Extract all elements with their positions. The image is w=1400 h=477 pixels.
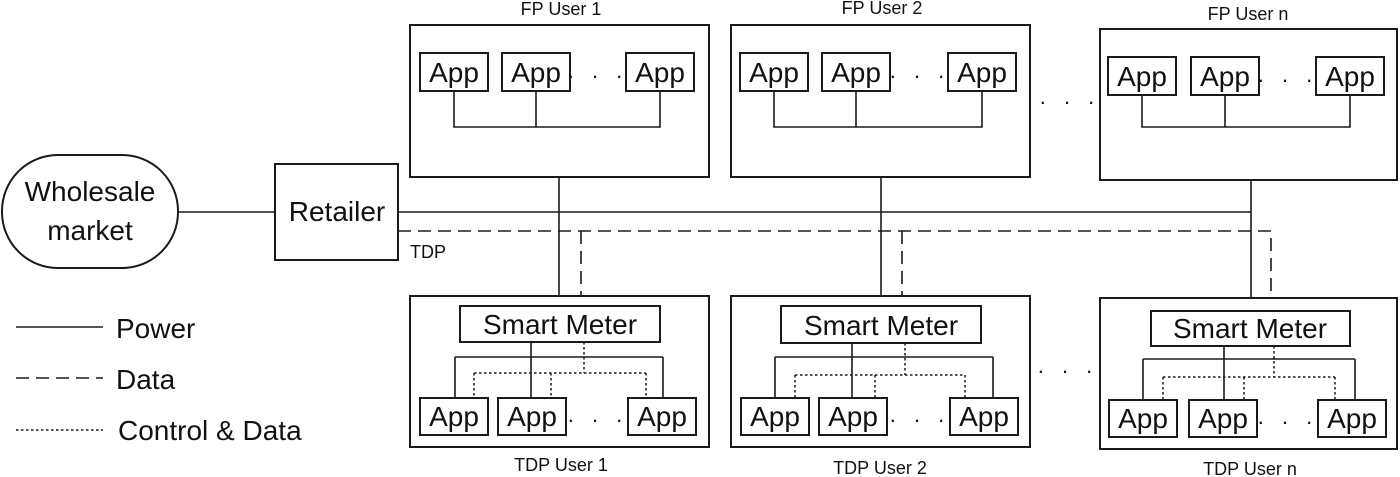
tdp-user-2-ellipsis: . . . [890, 402, 951, 427]
fp-user-n-group: FP User n App App . . . App [1099, 4, 1398, 181]
retailer-label: Retailer [289, 196, 385, 227]
fp-user-2-box [730, 24, 1031, 178]
tdp-user-2-control-tree [794, 343, 966, 398]
tdp-user-1-control-tree [473, 342, 647, 398]
wholesale-market-node [1, 154, 179, 269]
fp-user-1-app-2-label: App [511, 57, 561, 88]
tdp-user-2-app-1-label: App [750, 401, 800, 432]
fp-user-2-app-1-label: App [749, 57, 799, 88]
tdp-user-n-group: Smart Meter App App . . . App TDP User n [1099, 297, 1398, 477]
fp-user-2-app-2 [821, 52, 891, 92]
legend: Power Data Control & Data [16, 313, 302, 446]
tdp-user-n-app-n-label: App [1327, 403, 1377, 434]
wholesale-market-label-line1: Wholesale [25, 176, 156, 207]
fp-user-2-app-n-label: App [957, 57, 1007, 88]
tdp-user-2-smart-meter [780, 305, 982, 344]
fp-user-n-app-bus [1141, 95, 1351, 128]
tdp-user-n-title: TDP User n [1203, 459, 1297, 477]
legend-power-label: Power [116, 313, 195, 344]
tdp-user-2-group: Smart Meter App App . . . App TDP User 2 [730, 295, 1031, 477]
tdp-user-1-power-tree [454, 342, 664, 398]
fp-user-2-group: FP User 2 App App . . . App [730, 0, 1031, 178]
fp-user-n-box [1099, 28, 1398, 181]
tdp-user-n-app-1-label: App [1118, 403, 1168, 434]
fp-user-2-app-bus [773, 91, 983, 128]
fp-user-2-app-1 [739, 52, 809, 92]
fp-user-n-app-n [1315, 56, 1385, 96]
tdp-user-2-app-n-label: App [959, 401, 1009, 432]
tdp-user-1-app-2 [497, 397, 567, 436]
tdp-user-2-power-tree [774, 343, 994, 398]
tdp-user-n-app-1 [1108, 399, 1178, 438]
fp-user-n-ellipsis: . . . [1258, 62, 1319, 87]
tdp-user-1-app-n-label: App [637, 401, 687, 432]
legend-control-data-label: Control & Data [118, 415, 302, 446]
tdp-users-ellipsis: . . . [1038, 353, 1099, 378]
tdp-user-n-power-tree [1142, 346, 1356, 400]
tdp-user-1-smart-meter [459, 305, 661, 343]
tdp-user-2-title: TDP User 2 [833, 458, 927, 477]
tdp-user-1-ellipsis: . . . [568, 402, 629, 427]
fp-user-1-app-n-label: App [635, 57, 685, 88]
fp-user-n-app-2 [1190, 56, 1260, 96]
tdp-user-2-app-n [949, 397, 1019, 436]
fp-user-2-app-2-label: App [831, 57, 881, 88]
tdp-user-1-app-2-label: App [507, 401, 557, 432]
tdp-user-n-app-n [1317, 399, 1387, 438]
data-bus [398, 230, 1272, 311]
fp-user-1-ellipsis: . . . [568, 58, 629, 83]
legend-data-label: Data [116, 364, 176, 395]
tdp-link-label: TDP [410, 242, 446, 262]
fp-user-1-title: FP User 1 [521, 0, 602, 19]
fp-users-ellipsis: . . . [1040, 84, 1101, 109]
tdp-user-1-app-n [627, 397, 697, 436]
tdp-user-2-app-2-label: App [828, 401, 878, 432]
fp-user-1-app-bus [453, 91, 661, 128]
fp-user-1-group: FP User 1 App App . . . App [409, 0, 710, 178]
fp-user-n-title: FP User n [1208, 4, 1289, 24]
fp-user-2-title: FP User 2 [842, 0, 923, 18]
tdp-user-1-title: TDP User 1 [514, 455, 608, 475]
fp-user-n-app-1-label: App [1117, 61, 1167, 92]
tdp-user-n-smart-meter [1150, 310, 1351, 347]
fp-user-2-ellipsis: . . . [890, 58, 951, 83]
fp-user-1-box [409, 24, 710, 178]
fp-user-n-app-n-label: App [1325, 61, 1375, 92]
tdp-user-n-control-tree [1162, 346, 1336, 400]
tdp-user-2-app-1 [740, 397, 810, 436]
tdp-user-1-app-1 [419, 397, 489, 436]
tdp-user-n-app-2-label: App [1198, 403, 1248, 434]
tdp-user-2-app-2 [818, 397, 888, 436]
tdp-user-n-smart-meter-label: Smart Meter [1173, 313, 1327, 344]
fp-user-2-app-n [947, 52, 1017, 92]
tdp-user-2-smart-meter-label: Smart Meter [804, 310, 958, 341]
wholesale-market-label-line2: market [47, 215, 133, 246]
fp-user-1-app-1 [419, 52, 489, 92]
fp-user-n-app-2-label: App [1200, 61, 1250, 92]
tdp-user-1-group: Smart Meter App App . . . App TDP User 1 [409, 295, 710, 475]
fp-user-1-app-1-label: App [429, 57, 479, 88]
tdp-user-n-app-2 [1188, 399, 1258, 438]
tdp-user-n-ellipsis: . . . [1258, 404, 1319, 429]
tdp-user-1-app-1-label: App [429, 401, 479, 432]
tdp-user-1-smart-meter-label: Smart Meter [483, 309, 637, 340]
